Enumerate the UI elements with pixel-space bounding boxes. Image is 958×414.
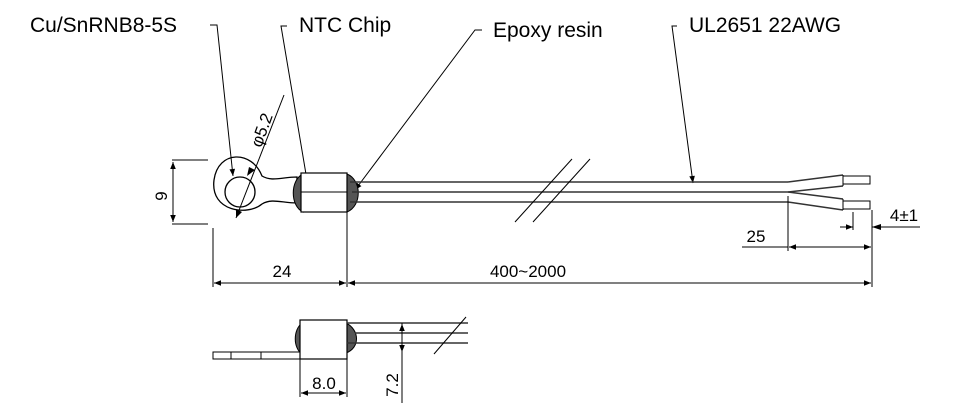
break-symbol — [514, 158, 591, 223]
lead-wires — [350, 174, 871, 211]
leader-terminal — [210, 24, 236, 177]
dim-body-width: 8.0 — [299, 359, 348, 397]
dim-ring-height-text: 9 — [152, 191, 171, 200]
label-ntc-chip: NTC Chip — [299, 14, 391, 37]
dim-hole-diameter: φ5.2 — [235, 94, 285, 219]
dim-head-length: 24 — [214, 262, 346, 286]
dim-lead-length-text: 400~2000 — [490, 262, 566, 281]
dim-strip-length: 4±1 — [840, 206, 920, 230]
epoxy-right — [346, 173, 359, 213]
side-view — [212, 316, 468, 360]
dim-ring-height: 9 — [152, 159, 208, 225]
dim-body-height: 7.2 — [383, 323, 405, 403]
side-ntc-body — [299, 319, 348, 360]
label-wire: UL2651 22AWG — [689, 14, 841, 37]
dim-head-length-text: 24 — [273, 262, 292, 281]
dim-body-height-text: 7.2 — [383, 373, 402, 397]
dim-strip-length-text: 4±1 — [890, 206, 918, 225]
dim-body-width-text: 8.0 — [312, 374, 336, 393]
dim-hole-diameter-text: φ5.2 — [247, 111, 277, 150]
stripped-end-bottom — [842, 200, 871, 210]
dim-split-length-text: 25 — [747, 227, 766, 246]
label-terminal: Cu/SnRNB8-5S — [30, 14, 177, 37]
side-break-symbol — [433, 316, 467, 355]
ring-terminal — [213, 156, 298, 211]
label-epoxy-resin: Epoxy resin — [493, 19, 603, 42]
dim-split-length: 25 — [742, 227, 871, 250]
leader-wire — [671, 25, 695, 184]
leader-epoxy — [354, 29, 482, 191]
dim-lead-length: 400~2000 — [348, 262, 871, 286]
side-terminal-pin — [212, 351, 302, 360]
leader-ntc-chip — [280, 25, 311, 193]
stripped-end-top — [842, 175, 871, 185]
